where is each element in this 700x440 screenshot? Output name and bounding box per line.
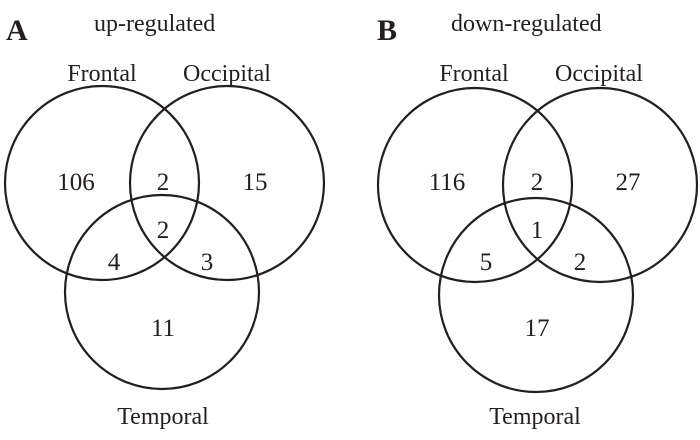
panel-b: B down-regulated Frontal Occipital Tempo… [376, 11, 699, 430]
panel-b-frontal-label: Frontal [439, 61, 509, 87]
panel-b-letter: B [377, 14, 397, 47]
panel-b-temporal-circle [437, 196, 635, 394]
panel-a-frontal-occipital-count: 2 [157, 169, 170, 196]
panel-a-occipital-temporal-count: 3 [201, 249, 214, 276]
panel-a-temporal-only-count: 11 [151, 315, 175, 342]
panel-a-occipital-circle [128, 84, 326, 282]
panel-b-frontal-occipital-count: 2 [531, 169, 544, 196]
panel-b-occipital-only-count: 27 [616, 169, 641, 196]
panel-b-occipital-temporal-count: 2 [574, 249, 587, 276]
panel-b-occipital-circle [501, 86, 699, 284]
panel-b-frontal-temporal-count: 5 [480, 249, 493, 276]
panel-a-frontal-label: Frontal [67, 61, 137, 87]
panel-a-frontal-temporal-count: 4 [108, 249, 121, 276]
panel-b-temporal-only-count: 17 [525, 315, 550, 342]
panel-a-all-three-count: 2 [157, 217, 170, 244]
panel-a-frontal-only-count: 106 [57, 169, 95, 196]
panel-b-frontal-circle [376, 86, 574, 284]
panel-b-occipital-label: Occipital [555, 61, 643, 87]
panel-b-temporal-label: Temporal [489, 404, 581, 430]
panel-b-all-three-count: 1 [531, 217, 544, 244]
panel-a-frontal-circle [3, 84, 201, 282]
panel-a-letter: A [6, 14, 28, 47]
panel-a-temporal-label: Temporal [117, 404, 209, 430]
panel-a-temporal-circle [63, 193, 261, 391]
panel-b-title: down-regulated [451, 11, 602, 37]
panel-a: A up-regulated Frontal Occipital Tempora… [3, 11, 326, 430]
panel-b-frontal-only-count: 116 [429, 169, 466, 196]
panel-a-title: up-regulated [94, 11, 215, 37]
panel-a-occipital-label: Occipital [183, 61, 271, 87]
panel-a-occipital-only-count: 15 [243, 169, 268, 196]
